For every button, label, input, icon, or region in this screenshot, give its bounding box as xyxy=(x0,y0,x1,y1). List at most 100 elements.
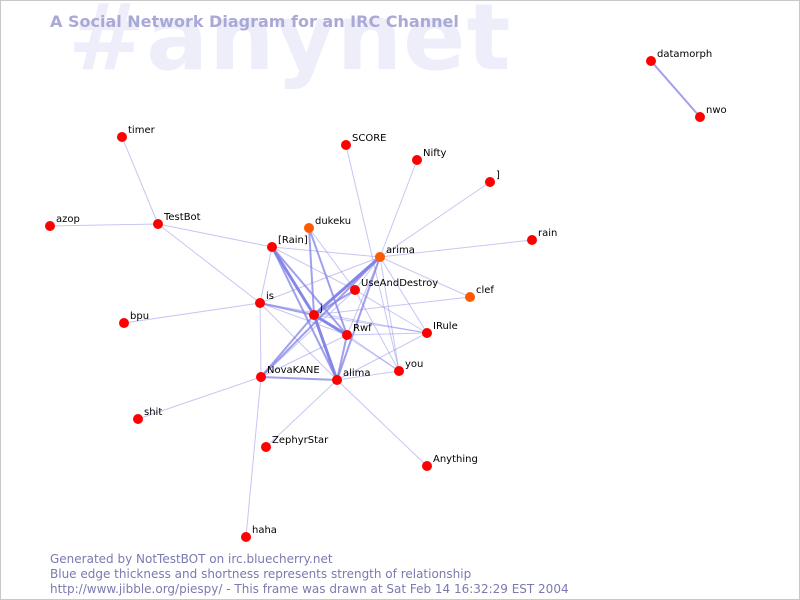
node-score: SCORE xyxy=(341,133,386,150)
edge-j-clef xyxy=(313,296,471,316)
edge-rain-useanddestroy xyxy=(271,246,356,291)
edge-alima-anything xyxy=(336,379,428,467)
edge-dukeku-j xyxy=(308,227,315,316)
edge-j-novakane xyxy=(260,314,315,378)
node-dot xyxy=(117,132,127,142)
edge-rwf-novakane xyxy=(260,334,348,378)
edge-rwf-irule xyxy=(346,332,428,336)
footer-url-timestamp: http://www.jibble.org/piespy/ - This fra… xyxy=(50,582,569,596)
node-nifty: Nifty xyxy=(412,148,447,165)
node-dot xyxy=(304,223,314,233)
edge-useanddestroy-you xyxy=(354,289,400,372)
node-label: arima xyxy=(386,245,415,256)
node-dot xyxy=(342,330,352,340)
node-novakane: NovaKANE xyxy=(256,365,320,382)
node-label: nwo xyxy=(706,105,727,116)
node-bpu: bpu xyxy=(119,311,149,328)
edge-rain-j xyxy=(270,246,316,316)
edge-rain-arima xyxy=(379,239,533,258)
node-label: ] xyxy=(496,170,500,181)
node-dot xyxy=(332,375,342,385)
edge-dukeku-useanddestroy xyxy=(308,227,356,291)
node-dot xyxy=(267,242,277,252)
edge-shit-novakane xyxy=(137,376,262,420)
node-timer: timer xyxy=(117,125,156,142)
node-dot xyxy=(646,56,656,66)
node-arima: arima xyxy=(375,245,415,262)
node-haha: haha xyxy=(241,525,277,542)
node-dot xyxy=(341,140,351,150)
footer-generated-by: Generated by NotTestBOT on irc.bluecherr… xyxy=(50,552,333,566)
node-label: Nifty xyxy=(423,148,447,159)
node-dot xyxy=(695,112,705,122)
edge-arima-novakane xyxy=(260,256,381,378)
node-dot xyxy=(241,532,251,542)
edge-testbot-is xyxy=(157,223,261,304)
node-dot xyxy=(422,461,432,471)
edge-alima-you xyxy=(336,370,400,381)
edge-arima-irule xyxy=(379,256,428,334)
node-testbot: TestBot xyxy=(153,212,201,229)
node-dot xyxy=(255,298,265,308)
edge-useanddestroy-irule xyxy=(354,289,428,334)
node-dot xyxy=(119,318,129,328)
footer: Generated by NotTestBOT on irc.bluecherr… xyxy=(50,552,569,597)
edge-j-you xyxy=(313,314,400,372)
node-label: haha xyxy=(252,525,277,536)
edge-bracket-arima xyxy=(379,181,491,258)
node-dot xyxy=(256,372,266,382)
node-label: datamorph xyxy=(657,49,712,60)
edge-useanddestroy-novakane xyxy=(260,289,356,378)
node-dot xyxy=(394,366,404,376)
edge-is-rwf xyxy=(259,302,348,336)
node-dot xyxy=(350,285,360,295)
node-azop: azop xyxy=(45,214,80,231)
edge-j-alima xyxy=(312,314,339,381)
node-label: TestBot xyxy=(163,212,201,223)
edge-alima-zephyrstar xyxy=(265,379,338,448)
edge-score-you xyxy=(345,144,400,372)
edge-rwf-alima xyxy=(336,334,348,381)
node-label: is xyxy=(266,291,274,302)
node-anything: Anything xyxy=(422,454,478,471)
node-label: j xyxy=(319,303,323,314)
node-alima: alima xyxy=(332,368,371,385)
node-dot xyxy=(422,328,432,338)
edge-rain-rwf xyxy=(271,246,348,336)
node-dukeku: dukeku xyxy=(304,216,351,233)
edge-arima-alima xyxy=(336,256,381,381)
channel-watermark: #anynet xyxy=(68,0,512,91)
edge-nifty-arima xyxy=(379,159,418,258)
node-label: bpu xyxy=(130,311,149,322)
edge-arima-j xyxy=(313,255,381,317)
node-datamorph: datamorph xyxy=(646,49,712,66)
edge-arima-rwf xyxy=(346,256,381,336)
node-clef: clef xyxy=(465,285,494,302)
node-bracket: ] xyxy=(485,170,500,187)
node-label: NovaKANE xyxy=(267,365,320,376)
edge-arima-you xyxy=(379,256,400,372)
edge-is-j xyxy=(259,302,315,316)
edge-arima-is xyxy=(259,256,381,304)
node-dot xyxy=(261,442,271,452)
node-label: shit xyxy=(144,407,162,418)
node-is: is xyxy=(255,291,274,308)
node-zephyrstar: ZephyrStar xyxy=(261,435,329,452)
edge-rain-is xyxy=(259,246,273,304)
node-you: you xyxy=(394,359,423,376)
node-label: clef xyxy=(476,285,494,296)
edge-testbot-rain xyxy=(157,223,273,248)
edge-novakane-alima xyxy=(260,376,338,381)
node-label: ZephyrStar xyxy=(272,435,329,446)
node-dot xyxy=(465,292,475,302)
node-rain: rain xyxy=(527,228,557,245)
edge-alima-irule xyxy=(336,332,428,381)
node-nwo: nwo xyxy=(695,105,727,122)
node-label: timer xyxy=(128,125,156,136)
node-label: azop xyxy=(56,214,80,225)
edge-dukeku-rwf xyxy=(308,227,348,336)
edge-j-irule xyxy=(313,314,428,334)
